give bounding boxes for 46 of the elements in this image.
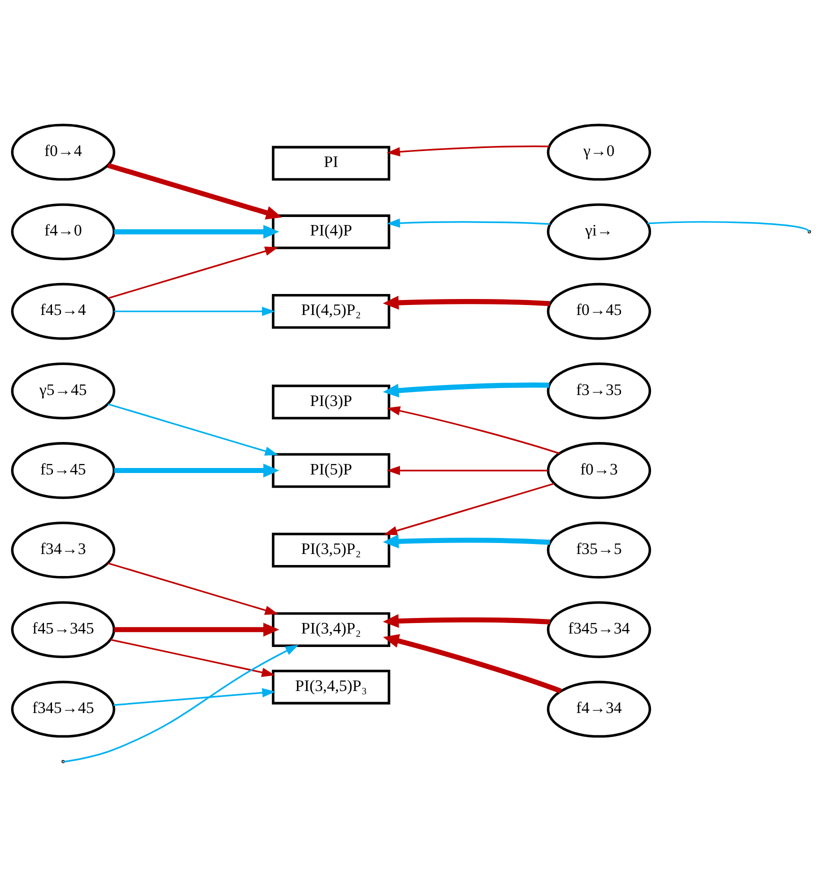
node-ellipse: f0→45 xyxy=(546,282,652,340)
arrow xyxy=(108,402,278,456)
arrow xyxy=(113,688,276,706)
node-ellipse: f345→45 xyxy=(11,680,116,738)
node-ellipse: f4→0 xyxy=(11,202,116,260)
arrow xyxy=(114,306,276,316)
arrow xyxy=(108,562,278,614)
arrow xyxy=(382,382,550,397)
node-box: PI(5)P xyxy=(272,452,390,488)
node-box: PI(4)P xyxy=(272,214,390,249)
arrow xyxy=(382,534,550,548)
node-ellipse: f3→35 xyxy=(546,362,652,419)
node-ellipse: γ5→45 xyxy=(11,362,116,419)
node-ellipse: f0→4 xyxy=(11,123,116,180)
node-box: PI xyxy=(272,145,390,180)
arrow xyxy=(386,218,550,228)
arrow xyxy=(384,482,554,535)
node-ellipse: f345→34 xyxy=(546,600,652,658)
arrow xyxy=(107,162,282,220)
node-ellipse: f34→3 xyxy=(11,521,116,578)
arrow xyxy=(64,644,299,762)
connector xyxy=(647,220,810,232)
arrow xyxy=(110,638,276,676)
node-ellipse: γi→ xyxy=(546,202,652,260)
node-ellipse: γ→0 xyxy=(546,123,652,180)
node-box: PI(3,5)P₂ xyxy=(272,532,390,567)
node-ellipse: f0→3 xyxy=(546,442,652,498)
node-box: PI(3,4,5)P₃ xyxy=(272,669,390,704)
arrow xyxy=(108,246,278,298)
arrow xyxy=(386,406,560,454)
arrow xyxy=(382,295,550,310)
arrow xyxy=(114,622,280,636)
arrow xyxy=(114,463,280,477)
arrow xyxy=(383,634,562,693)
node-ellipse: f45→4 xyxy=(11,282,116,340)
arrow xyxy=(386,465,548,475)
node-ellipse: f4→34 xyxy=(546,680,652,738)
node-ellipse: f45→345 xyxy=(11,600,116,658)
arrow xyxy=(386,145,550,156)
arrow xyxy=(114,224,280,238)
node-ellipse: f35→5 xyxy=(546,521,652,578)
node-box: PI(3,4)P₂ xyxy=(272,612,390,647)
node-ellipse: f5→45 xyxy=(11,442,116,498)
node-box: PI(4,5)P₂ xyxy=(272,294,390,328)
node-box: PI(3)P xyxy=(272,384,390,419)
arrow xyxy=(382,614,550,628)
